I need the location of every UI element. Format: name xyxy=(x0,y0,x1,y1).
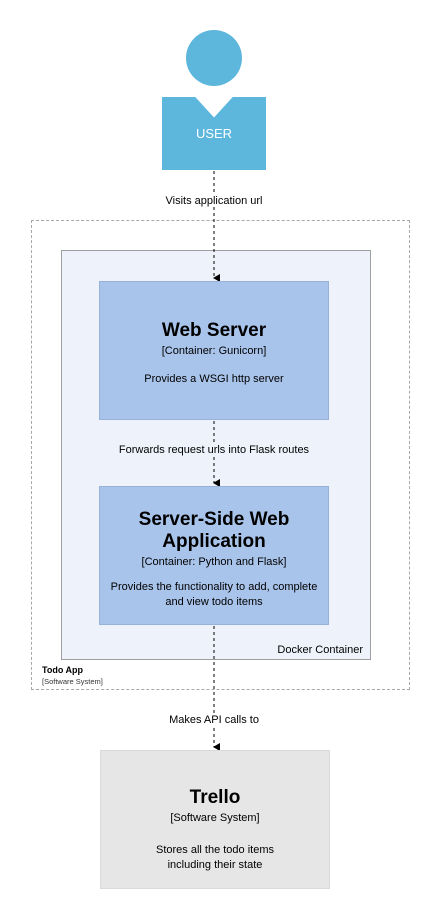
web-app-description-line1: Provides the functionality to add, compl… xyxy=(110,581,318,593)
edge-label-forwards: Forwards request urls into Flask routes xyxy=(116,444,312,456)
web-server-container: Web Server [Container: Gunicorn] Provide… xyxy=(99,281,329,420)
todo-app-name: Todo App xyxy=(42,665,83,675)
user-label: USER xyxy=(195,126,233,141)
trello-system: Trello [Software System] Stores all the … xyxy=(100,750,330,889)
web-app-title-line2: Application xyxy=(162,531,266,552)
docker-container-label: Docker Container xyxy=(277,644,363,656)
edge-label-api-calls: Makes API calls to xyxy=(167,714,261,726)
trello-title: Trello xyxy=(189,787,241,808)
web-server-type: [Container: Gunicorn] xyxy=(161,345,267,357)
web-app-title-line1: Server-Side Web xyxy=(138,509,290,530)
trello-type: [Software System] xyxy=(170,812,260,824)
web-app-container: Server-Side Web Application [Container: … xyxy=(99,486,329,625)
trello-description: Stores all the todo items including thei… xyxy=(101,843,329,873)
trello-description-line2: including their state xyxy=(167,859,263,871)
edge-label-visits: Visits application url xyxy=(163,195,265,207)
web-server-description: Provides a WSGI http server xyxy=(144,373,284,385)
web-app-type: [Container: Python and Flask] xyxy=(141,556,287,568)
todo-app-type: [Software System] xyxy=(42,677,103,686)
todo-app-boundary xyxy=(31,220,410,690)
trello-description-line1: Stores all the todo items xyxy=(155,844,274,856)
web-app-description-line2: and view todo items xyxy=(165,596,263,608)
user-head-icon xyxy=(186,30,242,86)
web-app-description: Provides the functionality to add, compl… xyxy=(100,580,328,610)
web-server-title: Web Server xyxy=(161,320,267,341)
